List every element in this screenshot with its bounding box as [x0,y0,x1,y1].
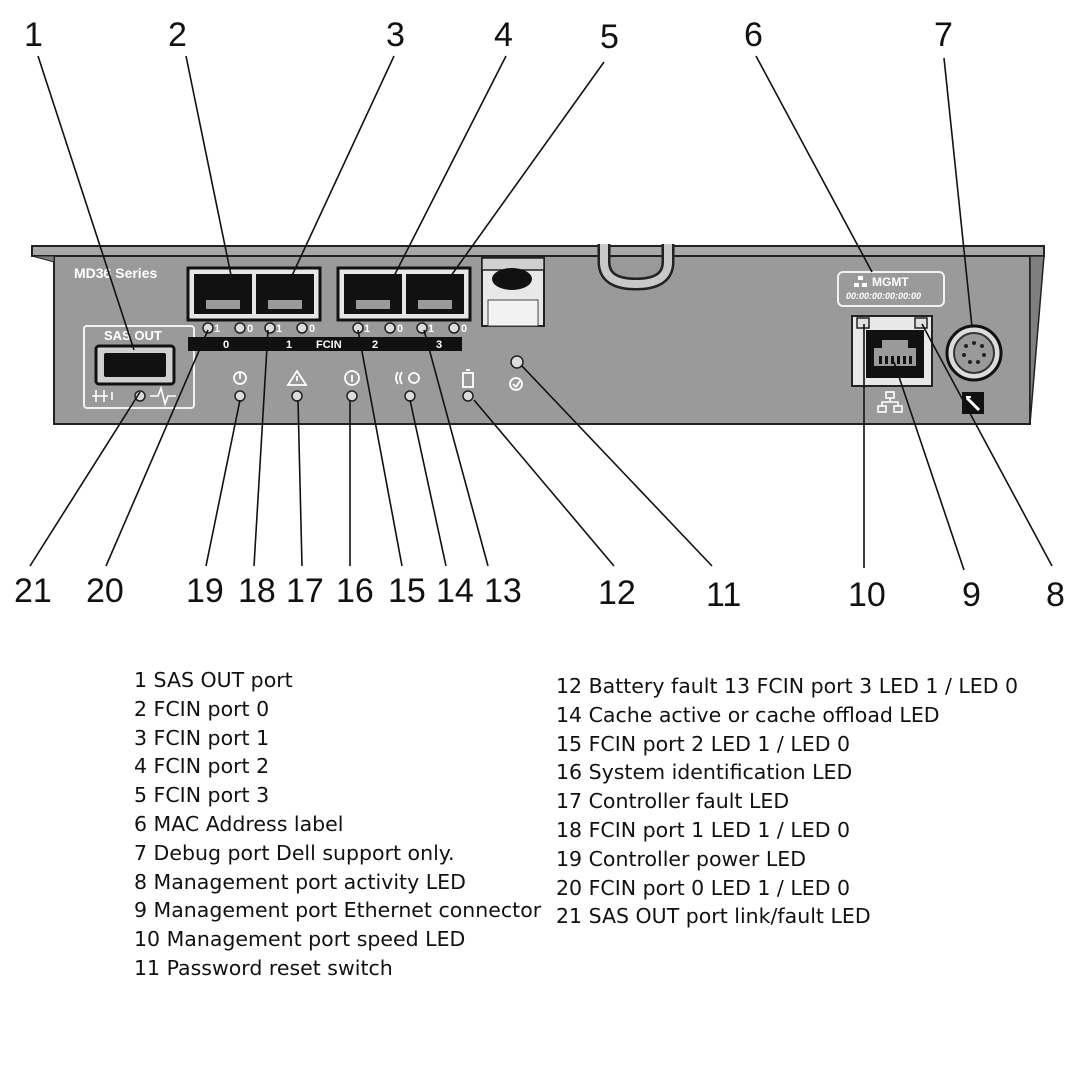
callout-5: 5 [600,18,619,56]
mgmt-speed-led [856,317,870,329]
sas-out-label: SAS OUT [104,328,162,343]
legend-item: 14 Cache active or cache offload LED [556,702,940,727]
callout-12: 12 [598,574,636,612]
svg-text:0: 0 [461,323,467,335]
leader-lines [29,55,1053,571]
svg-text:1: 1 [276,323,282,335]
legend-item: 12 Battery fault 13 FCIN port 3 LED 1 / … [556,674,1019,698]
status-leds [234,390,474,402]
callout-16: 16 [336,572,374,610]
legend-item: 6 MAC Address label [134,811,344,836]
svg-text:0: 0 [223,339,229,351]
password-reset-icon [509,377,523,391]
mgmt-label: MGMT [872,275,909,289]
svg-text:0: 0 [397,323,403,335]
callout-9: 9 [962,576,981,614]
latch[interactable] [481,257,545,327]
svg-text:1: 1 [286,339,292,351]
callout-21: 21 [14,572,52,610]
callout-13: 13 [484,572,522,610]
svg-text:1: 1 [364,323,370,335]
legend-item: 10 Management port speed LED [134,927,466,952]
legend-item: 1 SAS OUT port [134,668,293,692]
svg-text:1: 1 [428,323,434,335]
legend-item: 7 Debug port Dell support only. [134,840,455,865]
fcin-port-number-labels: 0 1 FCIN 2 3 [223,339,442,351]
callout-15: 15 [388,572,426,610]
svg-text:0: 0 [309,323,315,335]
password-reset-switch[interactable] [510,355,524,369]
cache-icon [395,371,420,385]
legend-item: 4 FCIN port 2 [134,754,270,779]
warning-icon [286,369,308,386]
network-icon [854,276,867,287]
callout-10: 10 [848,576,886,614]
callout-2: 2 [168,16,187,54]
svg-text:1: 1 [214,323,220,335]
legend-left: 1 SAS OUT port 2 FCIN port 0 3 FCIN port… [134,666,541,983]
info-icon [344,370,360,386]
callout-1: 1 [24,16,43,54]
legend-item: 5 FCIN port 3 [134,783,270,808]
sas-out-led [134,390,146,402]
mgmt-activity-led [914,317,928,329]
callout-4: 4 [494,16,513,54]
legend-item: 8 Management port activity LED [134,869,466,894]
battery-icon [462,369,474,388]
legend-item: 17 Controller fault LED [556,789,790,814]
model-label: MD36 Series [74,265,157,281]
legend-item: 9 Management port Ethernet connector [134,898,542,923]
callout-11: 11 [706,576,741,614]
mac-address: 00:00:00:00:00:00 [846,291,921,301]
svg-text:3: 3 [436,339,442,351]
legend-item: 19 Controller power LED [556,846,806,871]
sas-out-label-frame [83,325,195,409]
legend-item: 16 System identification LED [556,760,853,785]
svg-text:2: 2 [372,339,378,351]
fcin-label-bar [188,337,462,351]
legend-item: 20 FCIN port 0 LED 1 / LED 0 [556,875,851,900]
legend-item: 2 FCIN port 0 [134,696,270,721]
callout-3: 3 [386,16,405,54]
callout-17: 17 [286,572,324,610]
legend-right: 12 Battery fault 13 FCIN port 3 LED 1 / … [556,672,1018,931]
callout-numbers: 1 2 3 4 5 6 7 8 9 10 11 12 13 14 15 16 1… [14,16,1065,614]
lan-icon [877,391,903,413]
legend-item: 18 FCIN port 1 LED 1 / LED 0 [556,817,851,842]
debug-port[interactable] [945,324,1003,382]
callout-7: 7 [934,16,953,54]
callout-6: 6 [744,16,763,54]
callout-19: 19 [186,572,224,610]
sas-out-link-icon [92,390,113,402]
panel-top-rail [31,245,1045,257]
callout-18: 18 [238,572,276,610]
svg-text:0: 0 [247,323,253,335]
legend-item: 21 SAS OUT port link/fault LED [556,904,871,929]
legend-item: 3 FCIN port 1 [134,725,270,750]
fcin-label: FCIN [316,339,342,351]
fcin-leds [202,322,460,334]
power-icon [233,371,247,385]
callout-14: 14 [436,572,474,610]
fcin-led-number-labels: 1 0 1 0 1 0 1 0 [214,323,467,335]
mgmt-ethernet-port[interactable] [851,315,933,387]
legend-item: 15 FCIN port 2 LED 1 / LED 0 [556,731,851,756]
legend-item: 11 Password reset switch [134,955,393,980]
mac-address-label [837,271,945,307]
callout-20: 20 [86,572,124,610]
controller-rear-panel-diagram: MD36 Series SAS OUT 1 0 1 0 1 0 1 0 0 1 [14,16,1065,614]
heartbeat-icon [150,385,176,407]
callout-8: 8 [1046,576,1065,614]
